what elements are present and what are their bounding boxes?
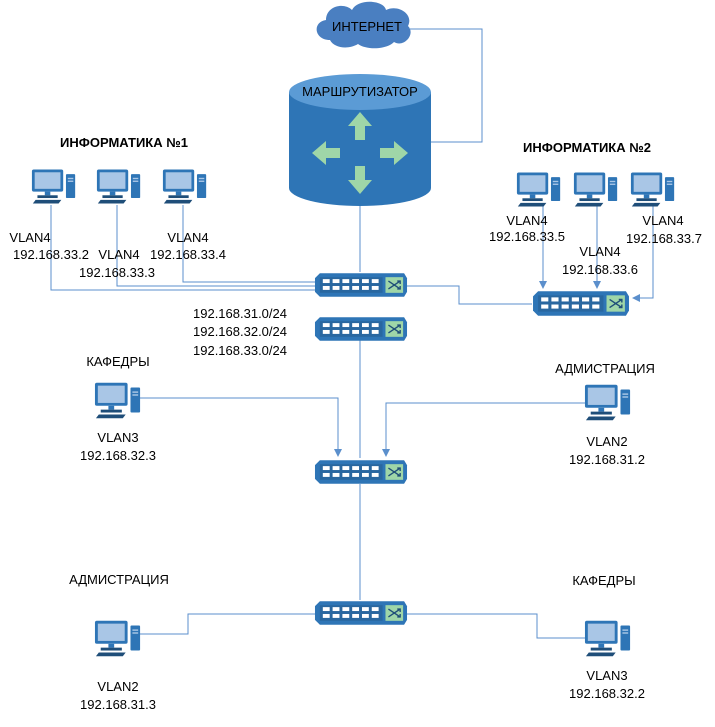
computer-icon [94,382,141,419]
computer-icon [94,620,141,657]
link-internet-router [410,28,483,143]
group-label: КАФЕДРЫ [86,354,150,369]
link-core-inf2switch [404,285,532,305]
switch-icon [314,272,408,298]
host-ip: 192.168.33.5 [489,229,565,244]
host-vlan: VLAN3 [586,668,628,683]
cloud-icon [316,1,411,49]
host-ip: 192.168.32.2 [569,686,645,701]
router-icon [289,74,431,206]
computer-icon [630,172,675,207]
subnet-label: 192.168.31.0/24 [193,306,287,321]
computer-icon [516,172,561,207]
links [50,28,654,639]
host-vlan: VLAN4 [506,213,548,228]
switch-icon [314,600,408,626]
host-ip: 192.168.31.3 [80,697,156,712]
computer-icon [31,169,76,204]
host-vlan: VLAN2 [97,679,139,694]
host-ip: 192.168.33.3 [79,265,155,280]
computer-icon [96,169,141,204]
host-vlan: VLAN2 [586,434,628,449]
group-informatika-1: ИНФОРМАТИКА №1 [60,135,188,150]
group-informatika-2: ИНФОРМАТИКА №2 [523,140,651,155]
host-vlan: VLAN3 [97,430,139,445]
host-vlan: VLAN4 [9,230,51,245]
switch-icon [314,316,408,342]
computer-icon [584,620,631,657]
group-label: АДМИСТРАЦИЯ [555,361,655,376]
group-label: КАФЕДРЫ [572,573,636,588]
host-vlan: VLAN4 [579,244,621,259]
host-ip: 192.168.32.3 [80,448,156,463]
host-ip: 192.168.33.4 [150,247,226,262]
host-ip: 192.168.33.2 [13,247,89,262]
subnet-label: 192.168.33.0/24 [193,343,287,358]
link-kafedry-left [140,397,342,457]
host-ip: 192.168.31.2 [569,452,645,467]
link-admin-left [140,613,316,635]
host-ip: 192.168.33.6 [562,262,638,277]
link-admin-right [382,402,585,457]
switch-icon [314,459,408,485]
host-vlan: VLAN4 [98,247,140,262]
internet-label: ИНТЕРНЕТ [332,19,402,34]
host-vlan: VLAN4 [167,230,209,245]
computer-icon [584,384,631,421]
switch-icon [532,290,630,317]
router-label: МАРШРУТИЗАТОР [302,84,418,99]
host-vlan: VLAN4 [642,213,684,228]
link-inf1-c [182,205,316,283]
link-inf2-c [632,205,654,302]
computer-icon [162,169,207,204]
subnet-label: 192.168.32.0/24 [193,324,287,339]
link-kafedry-right [404,613,585,639]
host-ip: 192.168.33.7 [626,231,702,246]
group-label: АДМИСТРАЦИЯ [69,572,169,587]
computer-icon [573,172,618,207]
link-inf1-a [50,205,316,291]
link-inf1-b [116,205,316,287]
